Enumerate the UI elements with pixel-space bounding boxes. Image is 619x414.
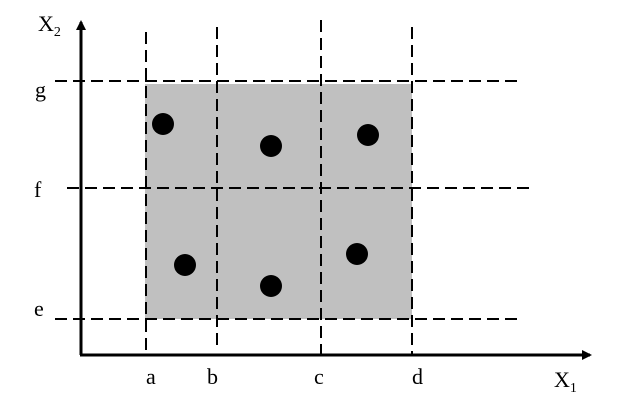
y-tick-g: g <box>35 77 46 102</box>
y-axis-label-sub: 2 <box>54 25 61 40</box>
data-point <box>357 124 379 146</box>
x-axis-label-sub: 1 <box>570 381 577 396</box>
y-tick-e: e <box>34 296 44 321</box>
x-axis-label: X1 <box>554 367 577 396</box>
x-tick-b: b <box>207 364 218 389</box>
x-tick-a: a <box>146 364 156 389</box>
y-tick-f: f <box>34 177 42 202</box>
data-point <box>260 275 282 297</box>
y-axis-label: X2 <box>38 11 61 40</box>
data-point <box>174 254 196 276</box>
x-tick-d: d <box>412 364 423 389</box>
data-point <box>346 243 368 265</box>
y-axis-label-main: X <box>38 11 54 36</box>
data-point <box>260 135 282 157</box>
x-axis-label-main: X <box>554 367 570 392</box>
x-tick-c: c <box>314 364 324 389</box>
data-point <box>152 113 174 135</box>
